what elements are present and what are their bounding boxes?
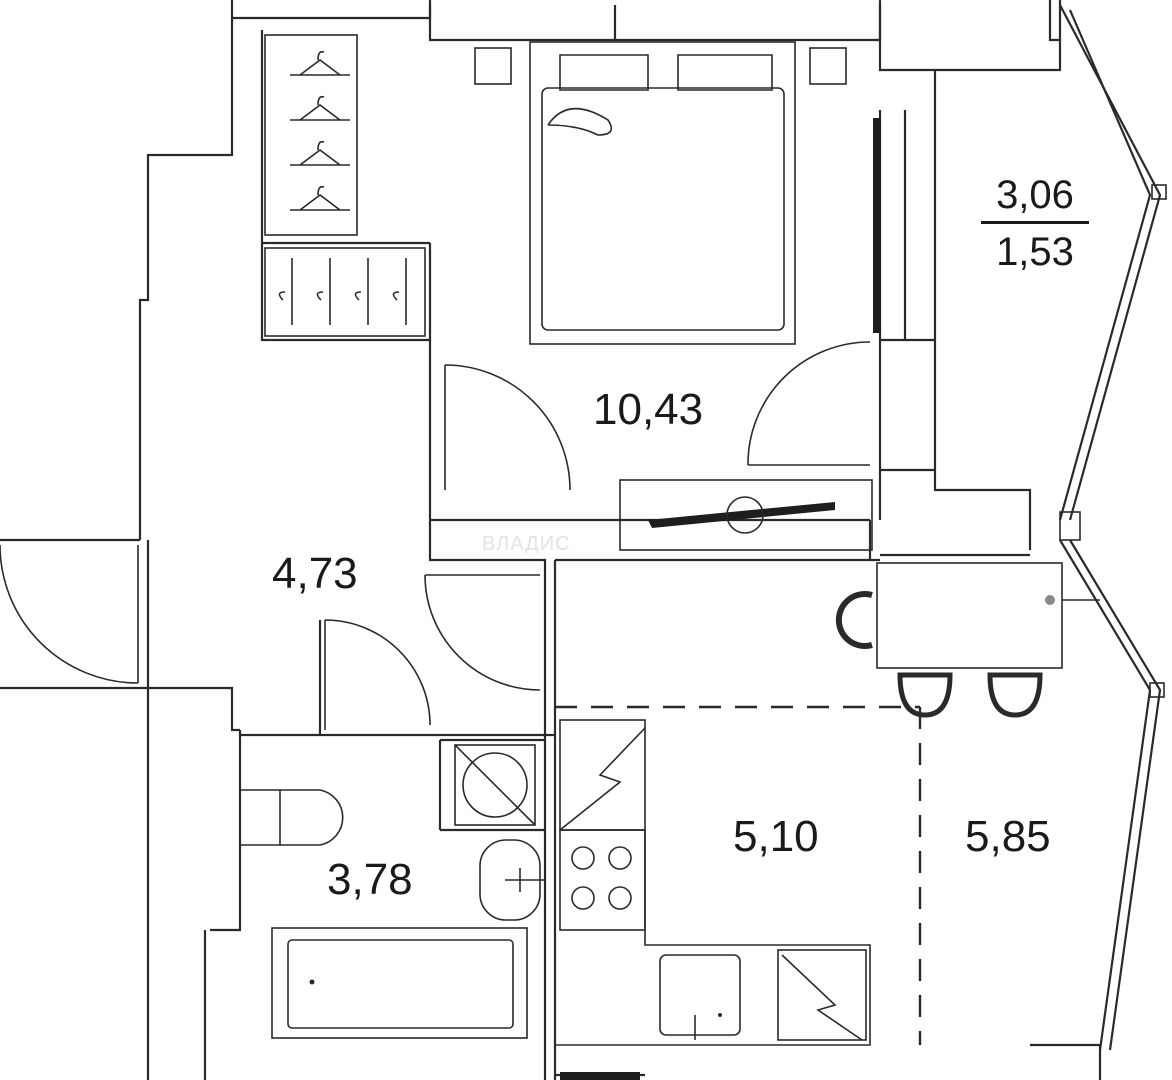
kitchen-sink xyxy=(659,954,741,1040)
balcony-area-reduced: 1,53 xyxy=(996,230,1074,274)
radiator xyxy=(873,118,881,333)
bed-icon xyxy=(474,41,847,345)
balcony-area-total: 3,06 xyxy=(996,173,1074,217)
wardrobe xyxy=(264,34,426,337)
door-swing-icon xyxy=(0,341,871,730)
room-area-kitchen: 5,10 xyxy=(733,812,819,861)
hanger-icon xyxy=(278,258,407,325)
room-area-hallway: 4,73 xyxy=(272,549,358,598)
sink-icon xyxy=(479,839,545,921)
table-icon xyxy=(876,562,1100,669)
room-area-living: 5,85 xyxy=(965,812,1051,861)
room-area-bedroom: 10,43 xyxy=(593,385,704,434)
room-area-bathroom: 3,78 xyxy=(327,855,413,904)
hanger-icon xyxy=(290,50,350,211)
exterior-walls xyxy=(0,0,1062,1080)
fridge xyxy=(777,949,867,1041)
stove-icon xyxy=(571,846,632,910)
watermark: ВЛАДИС xyxy=(482,533,571,555)
washing-machine xyxy=(454,744,536,826)
room-area-balcony: 3,06 1,53 xyxy=(970,175,1100,272)
balcony xyxy=(933,0,1167,1080)
bathtub-icon xyxy=(271,927,528,1039)
sliding-wardrobe xyxy=(619,479,873,551)
chair-icon xyxy=(835,591,1043,718)
interior-walls xyxy=(260,30,1030,1080)
fraction-bar xyxy=(981,221,1089,224)
toilet-icon xyxy=(240,789,344,846)
kitchen-unit xyxy=(555,719,871,1046)
